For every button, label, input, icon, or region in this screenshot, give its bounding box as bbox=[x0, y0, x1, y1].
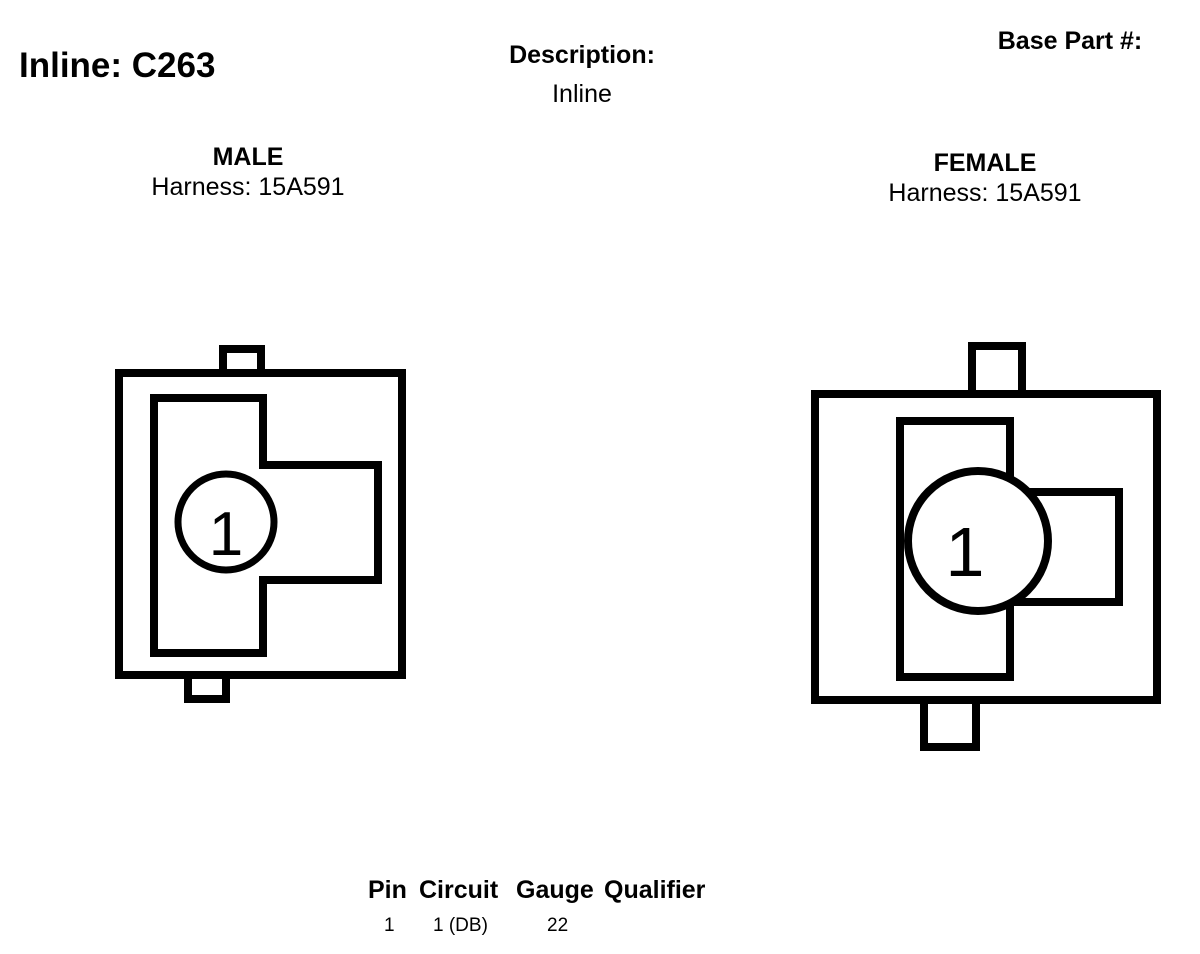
female-connector-face bbox=[811, 342, 1161, 751]
male-heading: MALE bbox=[212, 143, 284, 171]
female-cavity-outline bbox=[896, 417, 1123, 681]
female-pin-number: 1 bbox=[946, 513, 985, 591]
circuit-column-header: Circuit bbox=[419, 876, 499, 904]
table-cell-gauge: 22 bbox=[547, 915, 569, 936]
female-top-latch bbox=[968, 342, 1026, 398]
pin-column-header: Pin bbox=[368, 876, 407, 904]
table-cell-pin: 1 bbox=[384, 915, 395, 936]
connector-title: Inline: C263 bbox=[19, 46, 216, 85]
base-part-label: Base Part #: bbox=[997, 27, 1143, 55]
male-harness-label: Harness: 15A591 bbox=[151, 173, 345, 201]
description-label: Description: bbox=[509, 41, 655, 69]
male-cavity-outline bbox=[150, 394, 382, 657]
qualifier-column-header: Qualifier bbox=[604, 876, 706, 904]
description-value: Inline bbox=[552, 80, 612, 108]
table-cell-circuit: 1 (DB) bbox=[433, 915, 488, 936]
male-pin-number: 1 bbox=[209, 500, 243, 569]
male-connector-face bbox=[115, 345, 406, 703]
male-housing-outline bbox=[115, 369, 406, 679]
male-pin-circle bbox=[174, 470, 278, 574]
female-bottom-latch bbox=[920, 696, 980, 751]
female-pin-circle bbox=[904, 467, 1052, 615]
female-housing-outline bbox=[811, 390, 1161, 704]
female-heading: FEMALE bbox=[933, 149, 1037, 177]
gauge-column-header: Gauge bbox=[516, 876, 594, 904]
female-harness-label: Harness: 15A591 bbox=[888, 179, 1082, 207]
